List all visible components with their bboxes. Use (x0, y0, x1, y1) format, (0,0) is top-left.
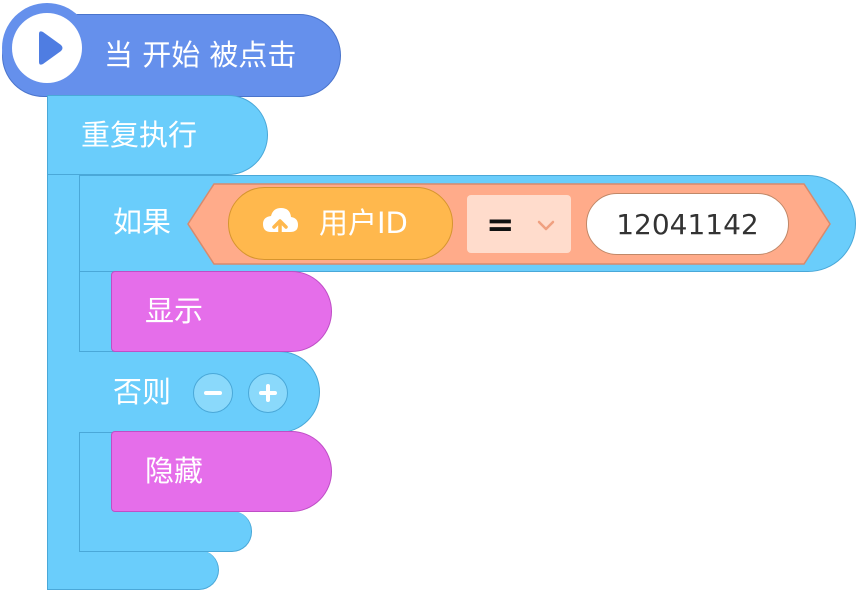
operator-label: = (486, 205, 515, 245)
variable-label: 用户ID (319, 206, 408, 240)
chevron-down-icon (537, 217, 555, 236)
forever-block[interactable] (47, 95, 268, 175)
else-label: 否则 (113, 375, 172, 409)
forever-block-foot (47, 550, 219, 590)
event-label: 当 开始 被点击 (104, 38, 297, 72)
show-block[interactable] (111, 271, 332, 352)
cloud-upload-icon (260, 205, 300, 241)
show-label: 显示 (145, 294, 204, 328)
hide-label: 隐藏 (145, 454, 204, 488)
value-input[interactable]: 12041142 (586, 193, 789, 255)
minus-icon (204, 391, 222, 395)
play-flag-icon (12, 13, 82, 83)
forever-block-arm (47, 150, 81, 590)
plus-icon (259, 384, 277, 402)
if-block-foot (79, 511, 252, 552)
add-branch-button[interactable] (248, 373, 288, 413)
hide-block[interactable] (111, 431, 332, 512)
forever-label: 重复执行 (81, 118, 198, 152)
if-label: 如果 (113, 205, 172, 239)
remove-branch-button[interactable] (193, 373, 233, 413)
operator-dropdown[interactable] (467, 195, 571, 253)
